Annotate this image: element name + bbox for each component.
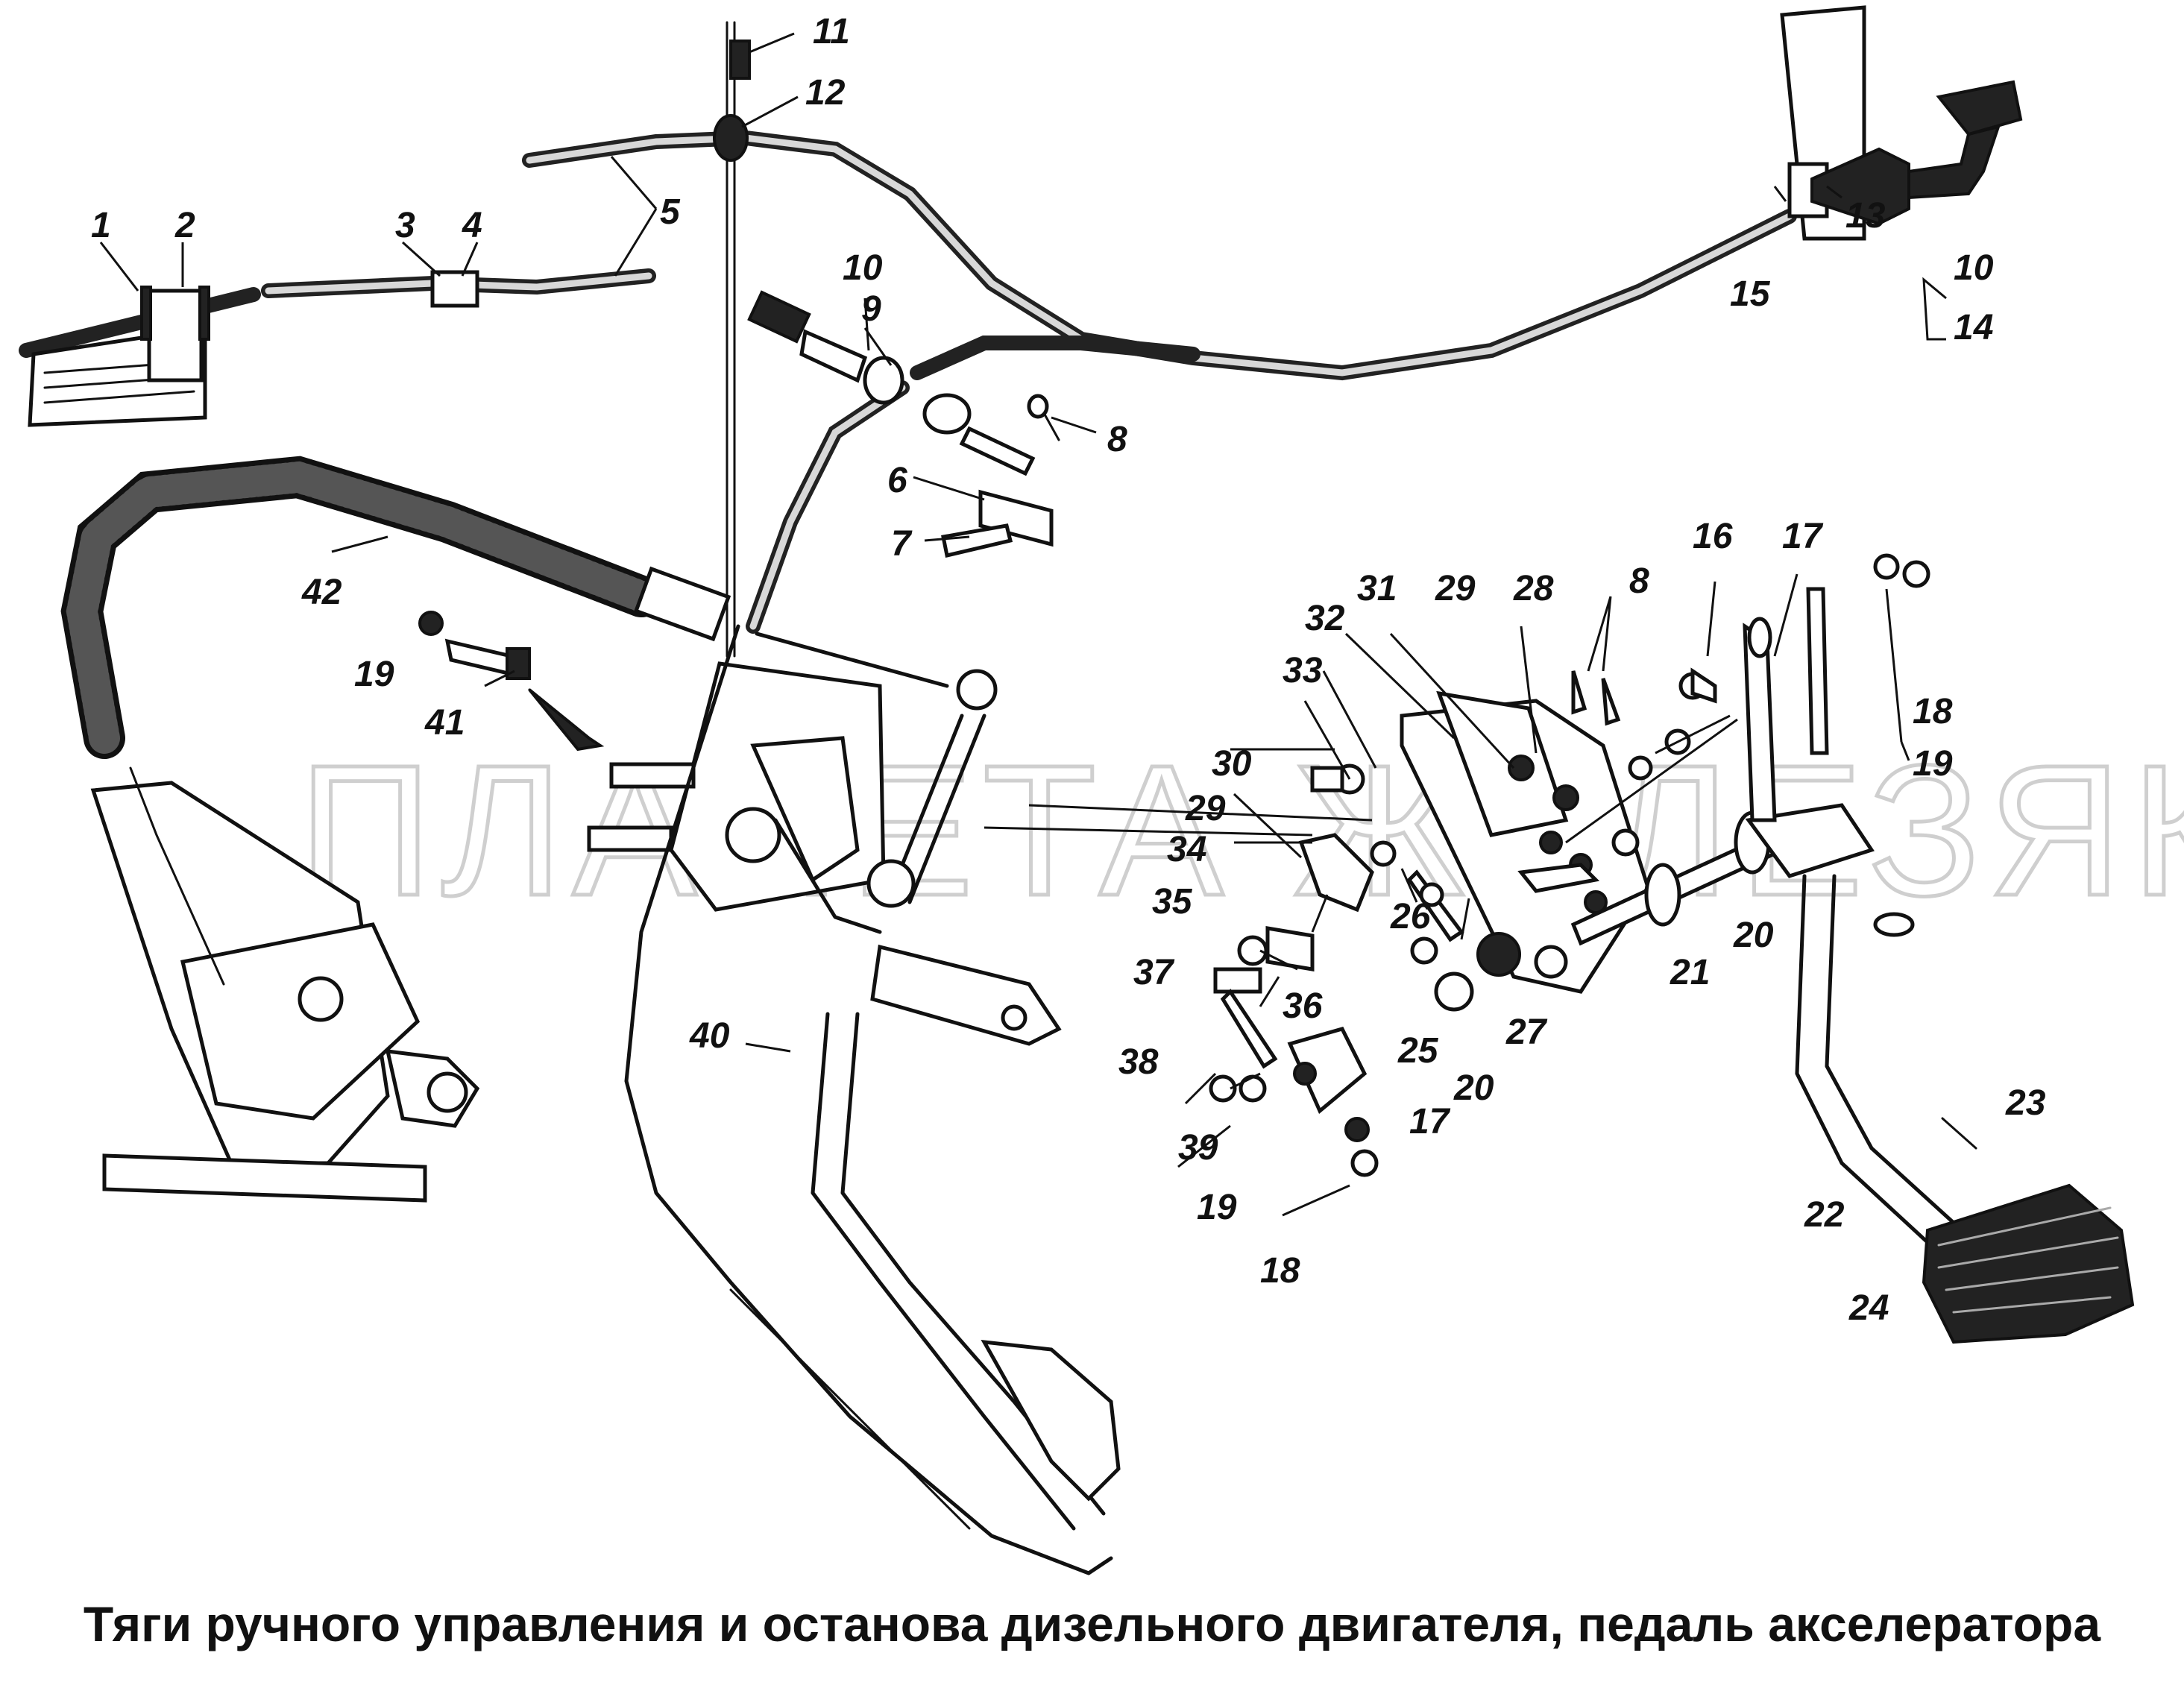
- callout-labels: 1 2 3 4 5 6 7 8 8 9 10 10 11 12 13 14 15…: [91, 12, 2046, 1328]
- callout-18b: 18: [1260, 1251, 1300, 1291]
- callout-26: 26: [1390, 897, 1431, 936]
- callout-8b: 8: [1629, 561, 1649, 601]
- callout-1: 1: [91, 206, 111, 245]
- callout-33: 33: [1283, 651, 1323, 690]
- callout-41: 41: [424, 703, 465, 743]
- callout-13: 13: [1845, 196, 1886, 236]
- clamp-3: [430, 270, 479, 308]
- clamp-bracket: [28, 286, 210, 427]
- cable-5: [19, 130, 1797, 381]
- knob-13: [1780, 5, 2023, 241]
- pin-8-head: [1027, 394, 1049, 419]
- diagram-caption: Тяги ручного управления и останова дизел…: [83, 1596, 2101, 1651]
- callout-29a: 29: [1435, 569, 1476, 608]
- pedal-lever-22: [1743, 587, 1956, 1255]
- shutdown-bracket: [587, 632, 1062, 1046]
- callout-7: 7: [891, 524, 913, 564]
- callout-10b: 10: [1954, 248, 1994, 288]
- bolt-7: [941, 523, 1013, 558]
- callout-14: 14: [1954, 308, 1993, 347]
- connector-10: [747, 290, 1036, 476]
- callout-37: 37: [1133, 953, 1175, 992]
- rod-11: [713, 21, 751, 658]
- callout-10a: 10: [843, 248, 883, 288]
- callout-32: 32: [1305, 599, 1345, 638]
- callout-31: 31: [1357, 569, 1397, 608]
- callout-11: 11: [813, 12, 850, 51]
- callout-35: 35: [1152, 882, 1193, 922]
- callout-25: 25: [1397, 1031, 1439, 1071]
- callout-19c: 19: [1197, 1188, 1237, 1227]
- callout-36: 36: [1283, 986, 1323, 1026]
- pedal-pad-24: [1922, 1183, 2135, 1344]
- cable-15: [746, 336, 1200, 634]
- callout-3: 3: [395, 206, 415, 245]
- callout-29b: 29: [1185, 789, 1226, 828]
- clamp-6: [978, 489, 1054, 547]
- callout-38: 38: [1118, 1042, 1159, 1082]
- washer-19: [418, 611, 444, 636]
- bolt-41: [444, 638, 517, 678]
- callout-40: 40: [689, 1016, 730, 1056]
- callout-34: 34: [1167, 830, 1206, 869]
- callout-5: 5: [660, 192, 681, 232]
- callout-21: 21: [1670, 953, 1710, 992]
- callout-19b: 19: [1913, 744, 1953, 784]
- callout-20b: 20: [1453, 1068, 1494, 1108]
- callout-23: 23: [2005, 1083, 2046, 1123]
- callout-16: 16: [1693, 517, 1733, 556]
- callout-17a: 17: [1782, 517, 1824, 556]
- callout-22: 22: [1804, 1195, 1845, 1235]
- callout-9: 9: [861, 289, 881, 329]
- callout-6: 6: [887, 461, 907, 500]
- callout-30: 30: [1212, 744, 1252, 784]
- callout-24: 24: [1848, 1288, 1889, 1328]
- callout-39: 39: [1178, 1128, 1218, 1168]
- callout-17b: 17: [1409, 1102, 1451, 1141]
- pedal-40: [624, 624, 1121, 1575]
- callout-15: 15: [1730, 274, 1771, 314]
- leader-lines: [99, 32, 1947, 1217]
- hose-42: [60, 456, 731, 759]
- callout-12: 12: [805, 73, 846, 113]
- pedal-bracket-left: [90, 766, 480, 1203]
- callout-18a: 18: [1913, 692, 1953, 731]
- callout-28: 28: [1513, 569, 1554, 608]
- pin-23: [1941, 1117, 1977, 1150]
- callout-2: 2: [174, 206, 195, 245]
- callout-4: 4: [462, 206, 482, 245]
- callout-27: 27: [1505, 1013, 1548, 1052]
- callout-20a: 20: [1733, 916, 1774, 955]
- callout-42: 42: [301, 573, 342, 612]
- callout-8a: 8: [1107, 420, 1127, 459]
- callout-19a: 19: [354, 655, 394, 694]
